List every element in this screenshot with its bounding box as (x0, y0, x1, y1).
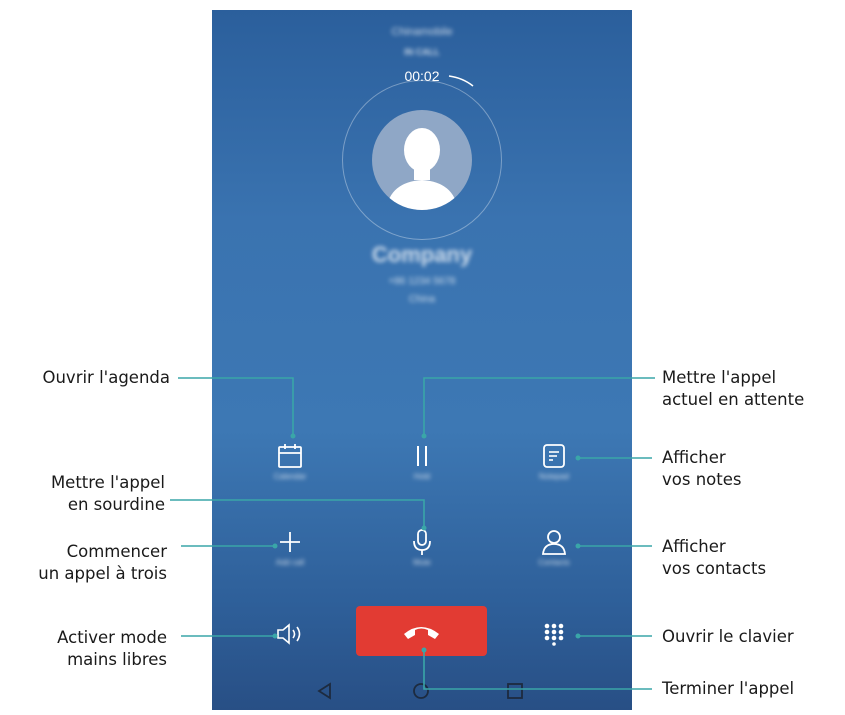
microphone-icon (413, 529, 431, 555)
recents-icon[interactable] (505, 681, 525, 701)
hold-button[interactable]: Hold (377, 442, 467, 481)
callout-contacts: Afficher vos contacts (662, 537, 767, 578)
mute-label: Mute (413, 558, 431, 567)
callout-agenda: Ouvrir l'agenda (42, 368, 170, 387)
end-call-button[interactable] (356, 606, 487, 656)
contact-name: Company (371, 242, 473, 267)
callout-end-call: Terminer l'appel (662, 679, 795, 698)
speaker-icon (277, 623, 301, 645)
contacts-label: Contacts (538, 558, 570, 567)
contact-number: +86 1234 5678 (388, 276, 456, 287)
calendar-icon (278, 444, 302, 468)
add-call-label: Add call (275, 558, 305, 567)
callout-keypad: Ouvrir le clavier (662, 627, 794, 646)
calendar-button[interactable]: Calendar (245, 442, 335, 481)
dialpad-icon (544, 623, 564, 646)
mute-button[interactable]: Mute (377, 528, 467, 567)
keypad-button[interactable] (509, 622, 599, 646)
back-icon[interactable] (315, 681, 335, 701)
plus-icon (280, 532, 300, 552)
callout-three-way: Commencer un appel à trois (38, 542, 167, 583)
calendar-label: Calendar (273, 472, 307, 481)
add-call-button[interactable]: Add call (245, 528, 335, 567)
avatar-ring (342, 80, 502, 240)
sim-label: Chinamobile (391, 26, 453, 38)
avatar (372, 110, 472, 210)
notepad-label: Notepad (538, 472, 570, 481)
home-icon[interactable] (411, 681, 431, 701)
callout-hold: Mettre l'appel actuel en attente (662, 368, 805, 409)
contacts-button[interactable]: Contacts (509, 528, 599, 567)
call-screen: Chinamobile IN CALL 00:02 Company +86 12… (212, 10, 632, 710)
contact-region: China (408, 294, 436, 305)
call-status: IN CALL (404, 47, 440, 57)
contacts-icon (542, 530, 566, 555)
speaker-button[interactable] (245, 623, 335, 645)
callout-notes: Afficher vos notes (662, 448, 742, 489)
timer-arc-icon (448, 75, 474, 87)
hang-up-icon (404, 627, 439, 639)
notepad-icon (543, 444, 565, 468)
pause-icon (417, 446, 427, 466)
notepad-button[interactable]: Notepad (509, 442, 599, 481)
hold-label: Hold (413, 472, 431, 481)
person-silhouette-icon (386, 128, 458, 210)
callout-speaker: Activer mode mains libres (57, 628, 167, 669)
callout-mute: Mettre l'appel en sourdine (50, 473, 165, 514)
